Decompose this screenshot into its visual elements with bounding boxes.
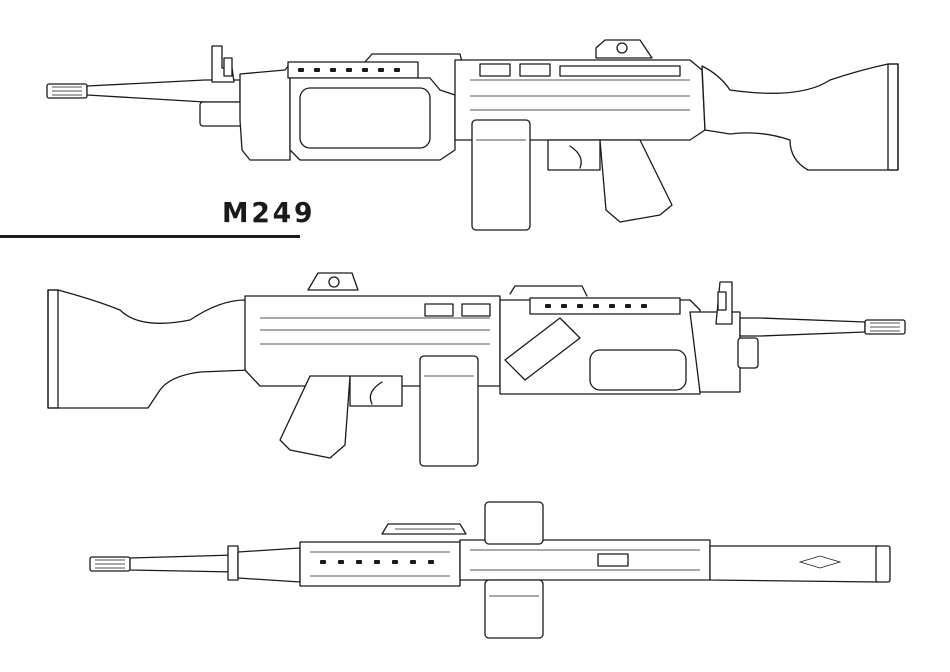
magazine-right (419, 355, 479, 467)
magazine-top (484, 501, 544, 545)
heat-shield-right (529, 297, 681, 315)
vent-holes-right (545, 304, 647, 308)
flash-hider-right (864, 319, 906, 335)
rear-sight-left (595, 39, 653, 59)
gas-tube-left (239, 63, 291, 161)
buttstock-top (709, 545, 879, 583)
trigger-guard-left (547, 139, 601, 171)
heat-shield-top (299, 541, 461, 587)
magazine-left (471, 119, 531, 231)
gas-tube-top (237, 547, 301, 583)
forend-left (289, 77, 456, 161)
barrel-top (129, 554, 236, 573)
side-view-left (46, 39, 899, 231)
pistol-grip-left (599, 139, 673, 223)
barrel-left (86, 79, 241, 103)
rear-sight-right (307, 272, 359, 291)
vent-holes-top (320, 560, 434, 564)
carry-handle-left (364, 53, 463, 63)
title-underline (0, 235, 300, 238)
charging-handle-right (504, 317, 581, 381)
buttstock-left (701, 63, 899, 171)
barrel-right (739, 317, 866, 337)
pistol-grip-right (279, 375, 351, 459)
receiver-top (459, 539, 711, 581)
side-view-right (47, 272, 906, 467)
weapon-title: M249 (222, 196, 316, 229)
buttstock-right (47, 289, 251, 409)
vent-holes-left (298, 68, 400, 72)
carry-handle-right (509, 285, 588, 297)
trigger-guard-right (349, 375, 403, 407)
top-view (89, 501, 891, 639)
flash-hider-left (46, 83, 88, 99)
flash-hider-top (89, 556, 131, 572)
